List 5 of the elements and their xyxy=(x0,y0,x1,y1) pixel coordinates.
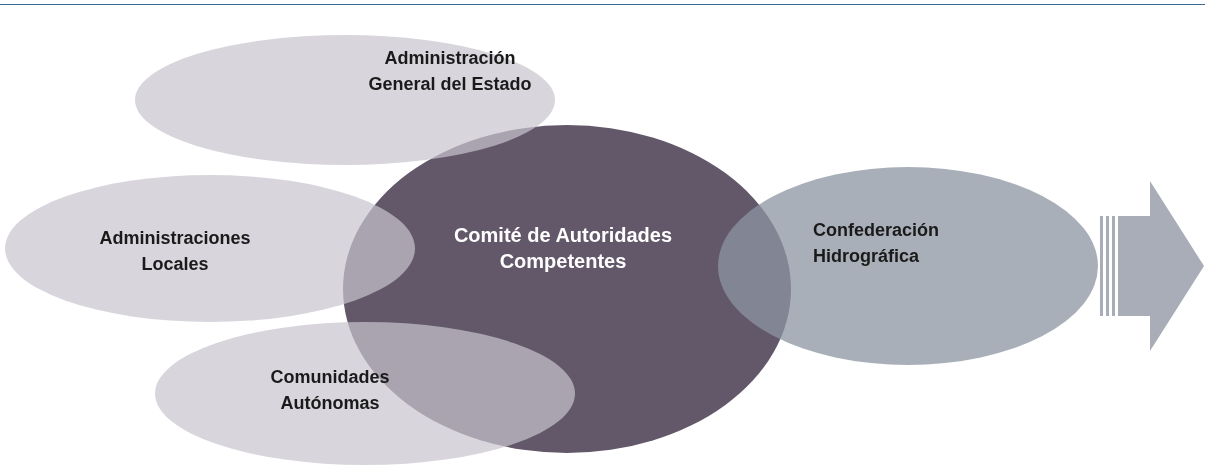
node-label: Comité de Autoridades Competentes xyxy=(452,223,674,274)
node-label: Administraciones Locales xyxy=(98,227,252,276)
node-label: Administración General del Estado xyxy=(367,47,533,96)
node-label: Confederación Hidrográfica xyxy=(813,219,941,268)
node-label: Comunidades Autónomas xyxy=(269,366,391,415)
